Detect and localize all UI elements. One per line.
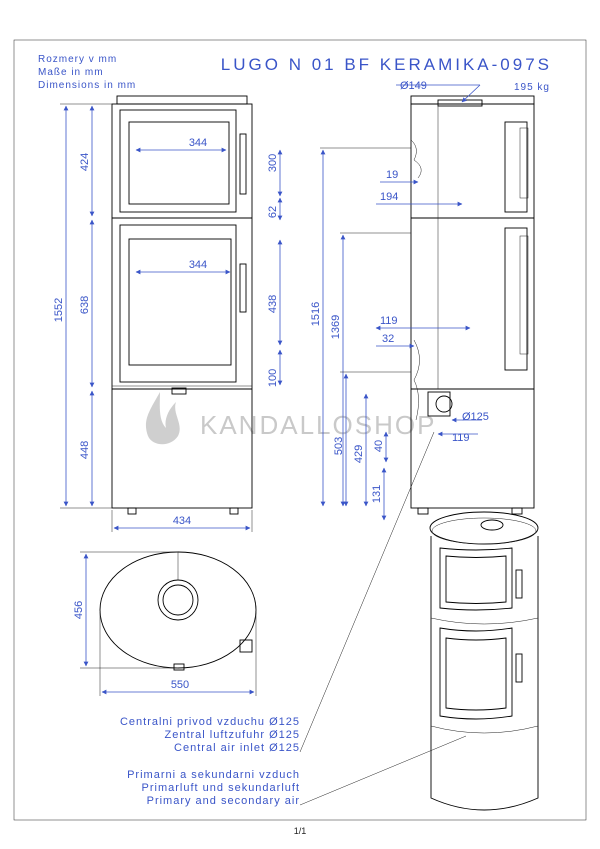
- stove-3d-upper-window: [445, 555, 507, 604]
- dim-bottom-gap: 100: [267, 369, 279, 387]
- legend-central-de: Zentral luftzufuhr Ø125: [164, 729, 300, 741]
- dim-h40: 40: [373, 440, 385, 452]
- dim-d119-bottom: 119: [452, 432, 470, 444]
- legend-central-en: Central air inlet Ø125: [174, 742, 300, 754]
- dim-total-height: 1552: [53, 298, 65, 322]
- top-flue-outer: [157, 579, 199, 621]
- stove-3d-view: [429, 511, 539, 811]
- front-body-outline: [111, 103, 253, 509]
- units-line-2: Maße in mm: [38, 67, 104, 78]
- dim-middle: 638: [79, 296, 91, 314]
- dim-handle-lower: 438: [267, 295, 279, 313]
- side-lower-door: [504, 227, 528, 371]
- dim-base-width: 434: [173, 515, 191, 527]
- front-lower-door: [119, 224, 237, 383]
- side-view: [410, 95, 535, 515]
- air-inlet: [435, 395, 453, 413]
- drawing-border: [13, 39, 587, 821]
- units-line-3: Dimensions in mm: [38, 80, 136, 91]
- top-view: [99, 551, 257, 671]
- side-upper-handle: [519, 127, 529, 199]
- flue-collar: [437, 99, 483, 107]
- stove-3d-lower-handle: [515, 653, 523, 683]
- legend-primary-en: Primary and secondary air: [147, 795, 300, 807]
- front-ash-cover: [171, 387, 187, 395]
- front-top-cap: [116, 95, 248, 105]
- front-dimensions: 1552 424 638 448 344 344 300 62 438 100 …: [53, 103, 283, 532]
- legend-central-cz: Centralni privod vzduchu Ø125: [120, 716, 300, 728]
- dim-handle-upper: 300: [267, 154, 279, 172]
- side-dimensions: Ø149 1516 1369 503 429 40 131 19 194 119…: [310, 80, 489, 521]
- page-number: 1/1: [293, 826, 307, 836]
- dim-flue-diameter: Ø149: [400, 80, 427, 92]
- dim-upper: 424: [79, 153, 91, 171]
- dim-h1369: 1369: [330, 315, 342, 339]
- front-upper-door: [119, 109, 237, 213]
- dim-top-depth: 456: [73, 601, 85, 619]
- top-dimensions: 456 550: [73, 551, 257, 696]
- dim-h429: 429: [353, 445, 365, 463]
- legend-primary-cz: Primarni a sekundarni vzduch: [127, 769, 300, 781]
- units-line-1: Rozmery v mm: [38, 54, 117, 65]
- side-upper-door: [504, 121, 528, 213]
- dim-top-width: 550: [171, 679, 189, 691]
- side-body-outline: [410, 103, 535, 509]
- stove-3d-flue: [480, 519, 504, 531]
- stove-3d-body: [430, 536, 539, 811]
- front-upper-handle: [239, 133, 247, 195]
- dim-d32: 32: [382, 333, 394, 345]
- weight-label: 195 kg: [514, 82, 550, 93]
- stove-3d-upper-handle: [515, 569, 523, 599]
- watermark: KANDALLOSHOP: [145, 392, 436, 445]
- dim-d19: 19: [386, 169, 398, 181]
- stove-3d-lower-door: [439, 627, 513, 720]
- dim-window-lower: 344: [189, 259, 207, 271]
- stove-3d-lower-window: [445, 637, 507, 711]
- front-lower-handle: [239, 263, 247, 313]
- top-flue-inner: [162, 584, 194, 616]
- dim-gap: 62: [267, 206, 279, 218]
- front-upper-window: [128, 121, 230, 205]
- legend-primary-de: Primarluft und sekundarluft: [142, 782, 300, 794]
- dim-h131: 131: [371, 485, 383, 503]
- watermark-text: KANDALLOSHOP: [200, 410, 436, 440]
- dim-d194: 194: [380, 191, 398, 203]
- stove-3d-upper-door: [439, 547, 513, 611]
- front-view: [111, 95, 253, 515]
- dim-h503: 503: [333, 437, 345, 455]
- drawing-title: LUGO N 01 BF KERAMIKA-097S: [221, 55, 552, 74]
- dim-h1516: 1516: [310, 302, 322, 326]
- dim-air-diameter: Ø125: [462, 411, 489, 423]
- dim-window-upper: 344: [189, 137, 207, 149]
- legend: Centralni privod vzduchu Ø125 Zentral lu…: [120, 431, 467, 807]
- dim-d119-top: 119: [380, 315, 398, 327]
- dim-lower: 448: [79, 441, 91, 459]
- side-lower-handle: [519, 235, 529, 355]
- front-lower-window: [128, 238, 232, 366]
